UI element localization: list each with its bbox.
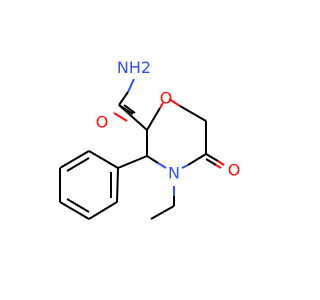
ketone-oxygen-label: O bbox=[228, 161, 241, 180]
nh2-label: NH2 bbox=[117, 58, 151, 77]
bond-amide-c-n-black bbox=[118, 91, 129, 106]
bond-n4-c3 bbox=[146, 155, 159, 164]
ring-nitrogen-label: N bbox=[168, 164, 180, 183]
bond-c2-o1 bbox=[146, 107, 161, 131]
ring-oxygen-label: O bbox=[160, 89, 173, 108]
atom-ketone-oxygen: O bbox=[228, 161, 241, 180]
bond-amide-c-o-2 bbox=[123, 104, 136, 114]
bond-ph-inner-3 bbox=[66, 157, 90, 172]
molecule-structure: NH2 O O O N bbox=[59, 58, 241, 220]
bond-c5-o-ketone-2 bbox=[205, 158, 217, 166]
amide-oxygen-label: O bbox=[96, 113, 109, 132]
bond-c5-n4-blue bbox=[181, 164, 189, 169]
bond-o1-c6-red bbox=[168, 98, 181, 107]
bond-c5-n4 bbox=[187, 153, 207, 166]
atom-amide-oxygen: O bbox=[96, 113, 109, 132]
bond-amide-c-n bbox=[127, 78, 135, 93]
bond-ph-inner-2 bbox=[66, 198, 90, 213]
bond-c5-o-ketone-2-red bbox=[215, 164, 222, 169]
bond-c3-phenyl bbox=[117, 155, 148, 169]
bond-n4-c3-blue bbox=[157, 162, 167, 169]
bond-ph-1 bbox=[116, 167, 119, 203]
bond-c2-o1-red bbox=[159, 102, 164, 109]
atom-ring-oxygen: O bbox=[160, 89, 173, 108]
bond-ph-5 bbox=[59, 150, 90, 169]
bond-ethyl-ch3 bbox=[150, 205, 175, 220]
bond-ph-6 bbox=[88, 150, 119, 169]
bond-c5-o-ketone-1-red bbox=[217, 160, 225, 166]
bond-ph-3 bbox=[59, 201, 90, 220]
bond-o1-c6 bbox=[179, 105, 207, 122]
atom-ring-nitrogen: N bbox=[168, 164, 180, 183]
atom-nh2: NH2 bbox=[117, 58, 151, 77]
bond-amide-c-o-1-red bbox=[113, 112, 128, 122]
bond-ph-2 bbox=[88, 201, 118, 220]
bond-c2-amide bbox=[118, 104, 148, 131]
bond-c5-o-ketone-1 bbox=[205, 153, 219, 162]
molecule-canvas: NH2 O O O N bbox=[59, 57, 241, 220]
